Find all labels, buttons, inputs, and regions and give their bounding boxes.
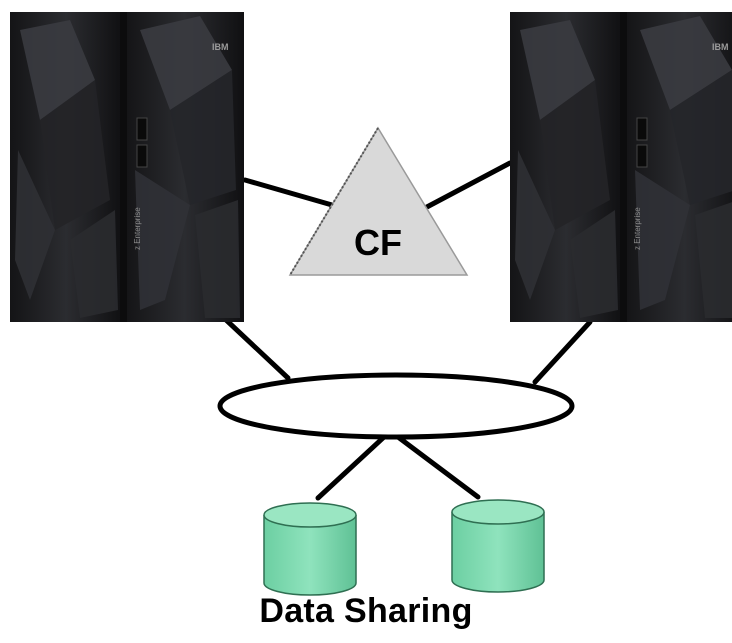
right-server-to-cf-line	[422, 160, 513, 211]
disk-icon	[263, 502, 357, 596]
left-server-to-cf-line	[242, 177, 335, 208]
ibm-logo: IBM	[212, 42, 229, 52]
disk-icon	[451, 499, 545, 593]
ring-to-right-disk-line	[395, 434, 481, 500]
diagram-caption: Data Sharing	[259, 592, 473, 630]
ibm-logo: IBM	[712, 42, 729, 52]
connection-lines	[221, 160, 593, 501]
right-server-to-ring-line	[532, 319, 593, 385]
ring-to-left-disk-line	[315, 434, 387, 501]
mainframe-icon: IBM z Enterprise	[510, 12, 732, 322]
coupling-facility-icon: CF	[288, 126, 469, 276]
mainframe-icon: IBM z Enterprise	[10, 12, 244, 322]
enterprise-label: z Enterprise	[133, 207, 142, 250]
left-server-to-ring-line	[221, 315, 291, 381]
enterprise-label: z Enterprise	[633, 207, 642, 250]
network-ring-icon	[217, 372, 575, 440]
cf-label: CF	[354, 222, 402, 263]
